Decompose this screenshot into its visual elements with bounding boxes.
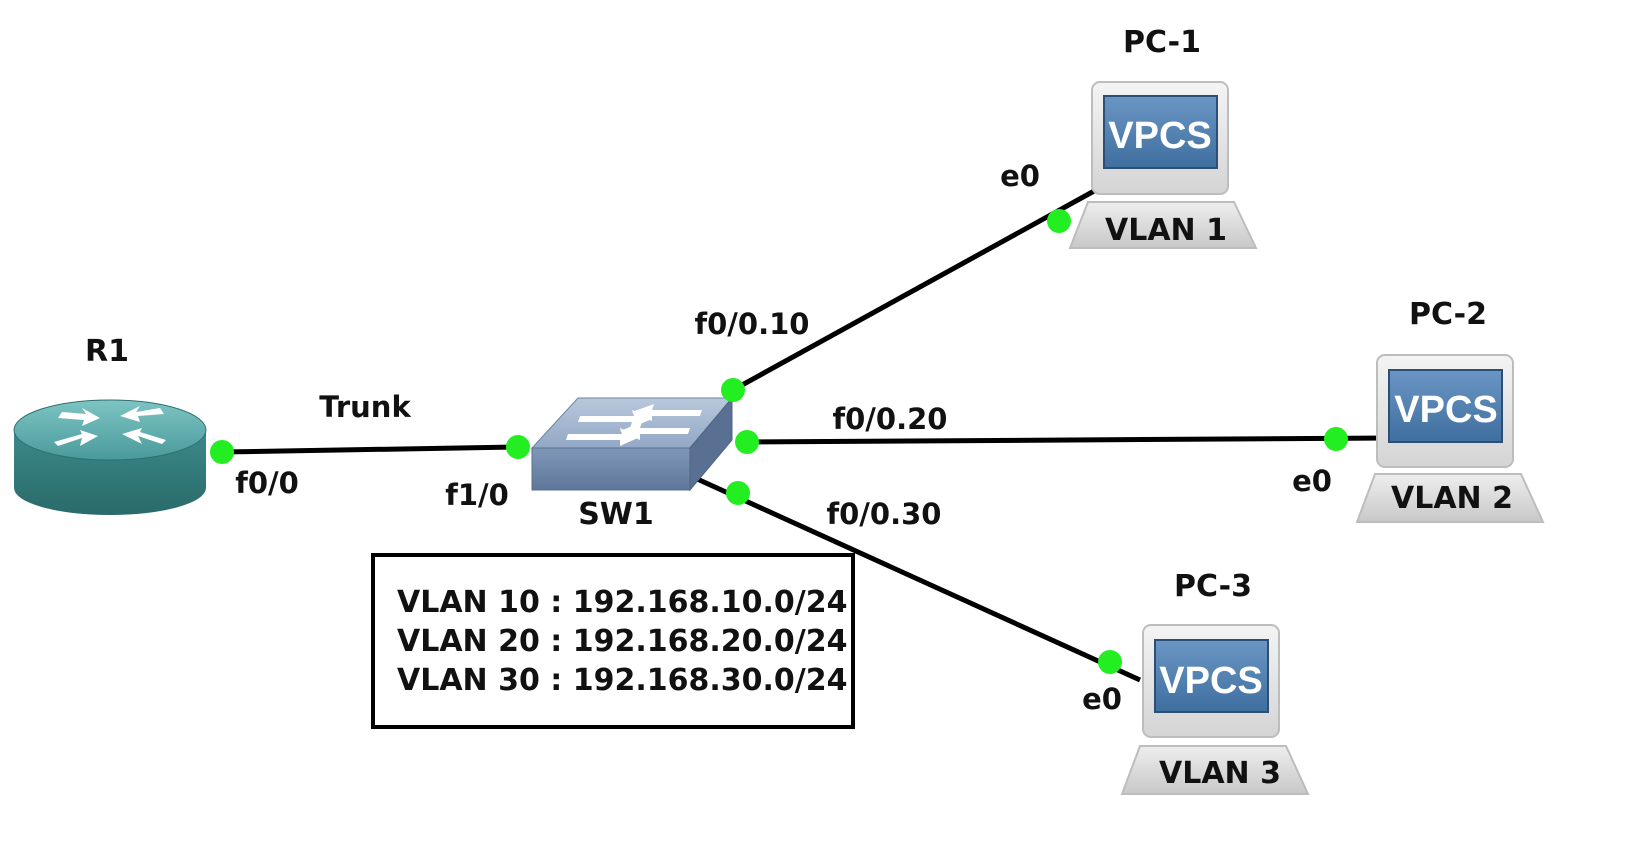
sw1-trunk-port-label: f1/0 — [445, 478, 509, 512]
port-labels: f0/0 Trunk f1/0 f0/0.10 f0/0.20 f0/0.30 … — [235, 159, 1332, 716]
port-dot-r1-f0-0 — [210, 440, 234, 464]
port-dot-pc3-e0 — [1098, 650, 1122, 674]
port-dot-pc1-e0 — [1047, 209, 1071, 233]
trunk-link — [221, 444, 519, 455]
pc-3[interactable]: VPCS VLAN 3 PC-3 — [1120, 569, 1310, 795]
pc-2[interactable]: VPCS VLAN 2 PC-2 — [1355, 297, 1545, 523]
vpcs-computer-icon — [1120, 624, 1310, 795]
port-dot-sw1-f0-0-20 — [735, 430, 759, 454]
vlan-subnet-box: VLAN 10 : 192.168.10.0/24 VLAN 20 : 192.… — [371, 553, 855, 729]
port-dot-sw1-f1-0 — [506, 435, 530, 459]
pc-2-name-label: PC-2 — [1409, 297, 1487, 332]
switch-sw1[interactable]: SW1 — [530, 396, 734, 532]
links — [221, 182, 1391, 683]
info-box-border — [371, 553, 855, 729]
switch-icon — [530, 396, 734, 492]
link-sw1-pc2 — [746, 435, 1391, 445]
r1-port-label: f0/0 — [235, 466, 299, 500]
port-indicators — [210, 209, 1348, 674]
router-name-label: R1 — [85, 334, 129, 369]
pc-1-name-label: PC-1 — [1123, 25, 1201, 60]
pc-2-vlan-tag: VLAN 2 — [1391, 481, 1513, 516]
info-line-vlan-30: VLAN 30 : 192.168.30.0/24 — [397, 663, 848, 698]
pc2-port-label: e0 — [1292, 464, 1332, 498]
link-sw1-pc3 — [693, 475, 1142, 683]
pc-3-vlan-tag: VLAN 3 — [1159, 756, 1281, 791]
pc3-port-label: e0 — [1082, 682, 1122, 716]
trunk-label: Trunk — [319, 390, 411, 424]
pc-3-name-label: PC-3 — [1174, 569, 1252, 604]
sw1-to-pc2-port-label: f0/0.20 — [833, 402, 948, 436]
pc-1-vlan-tag: VLAN 1 — [1105, 213, 1227, 248]
sw1-to-pc3-port-label: f0/0.30 — [827, 497, 942, 531]
info-line-vlan-10: VLAN 10 : 192.168.10.0/24 — [397, 585, 848, 620]
router-icon — [13, 399, 207, 515]
link-sw1-pc1 — [731, 182, 1107, 393]
vpcs-screen-text: VPCS — [1159, 660, 1262, 702]
pc1-port-label: e0 — [1000, 159, 1040, 193]
pc-1[interactable]: VPCS VLAN 1 PC-1 — [1068, 25, 1258, 249]
port-dot-pc2-e0 — [1324, 427, 1348, 451]
vpcs-computer-icon — [1068, 81, 1258, 249]
sw1-to-pc1-port-label: f0/0.10 — [695, 307, 810, 341]
port-dot-sw1-f0-0-30 — [726, 481, 750, 505]
vpcs-screen-text: VPCS — [1394, 389, 1497, 431]
switch-name-label: SW1 — [578, 497, 654, 532]
vpcs-screen-text: VPCS — [1108, 115, 1211, 157]
port-dot-sw1-f0-0-10 — [721, 378, 745, 402]
vpcs-computer-icon — [1355, 354, 1545, 523]
router-r1[interactable]: R1 — [13, 334, 207, 515]
info-line-vlan-20: VLAN 20 : 192.168.20.0/24 — [397, 624, 848, 659]
